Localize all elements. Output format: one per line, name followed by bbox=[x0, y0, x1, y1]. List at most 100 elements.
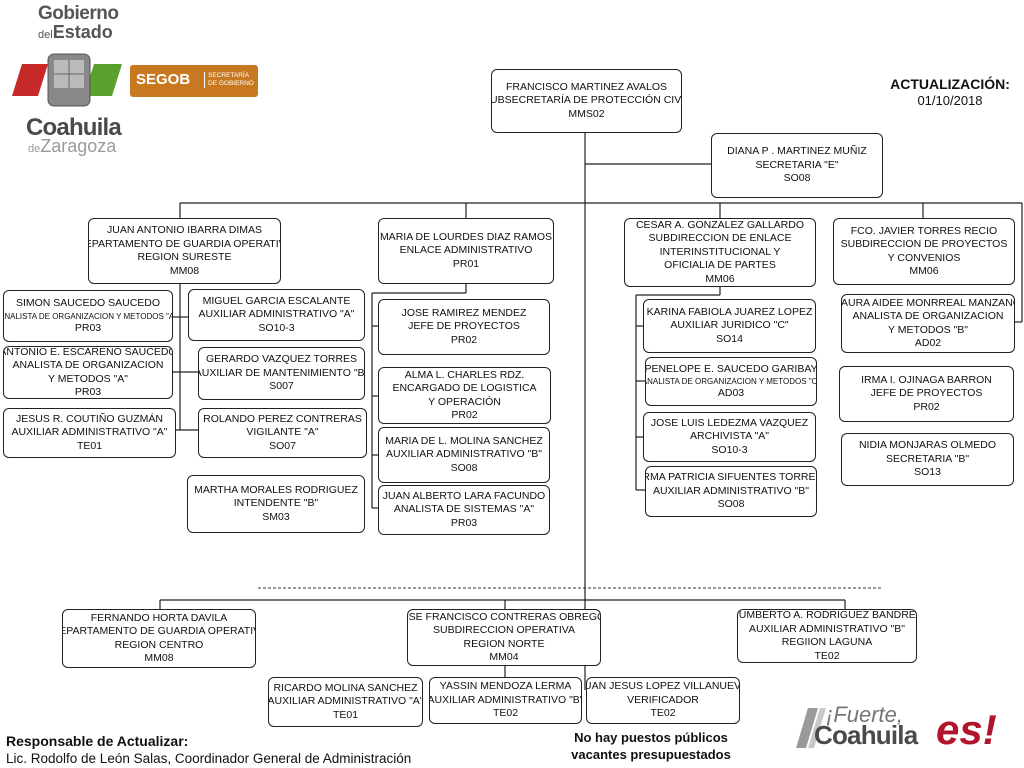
logo-zaragoza-text: Zaragoza bbox=[40, 136, 117, 156]
segob-sub1: SECRETARÍA bbox=[208, 72, 250, 79]
logo-de-text: de bbox=[28, 143, 41, 155]
node-line: TE01 bbox=[332, 708, 359, 721]
node-line: SUBDIRECCION DE ENLACE bbox=[648, 232, 792, 245]
node-line: SO14 bbox=[716, 332, 743, 345]
node-line: ANTONIO E. ESCAREÑO SAUCEDO bbox=[3, 346, 173, 358]
node-line: AUXILIAR ADMINISTRATIVO "A" bbox=[198, 308, 355, 321]
node-line: SUBSECRETARÍA DE PROTECCIÓN CIVIL bbox=[491, 94, 682, 107]
node-line: JESUS R. COUTIÑO GUZMÁN bbox=[15, 412, 163, 425]
update-label: ACTUALIZACIÓN: bbox=[890, 76, 1010, 92]
node-line: SO13 bbox=[914, 466, 941, 479]
responsible-label: Responsable de Actualizar: bbox=[6, 733, 189, 749]
coat-of-arms-icon bbox=[12, 53, 122, 107]
node-alma-charles: ALMA L. CHARLES RDZ.ENCARGADO DE LOGISTI… bbox=[378, 367, 551, 424]
node-line: TE02 bbox=[492, 707, 519, 720]
node-line: IRMA PATRICIA SIFUENTES TORRES bbox=[645, 471, 817, 484]
node-line: MARTHA MORALES RODRIGUEZ bbox=[194, 483, 358, 496]
node-line: PR03 bbox=[450, 516, 478, 529]
node-line: SM03 bbox=[262, 510, 290, 523]
node-line: MARIA DE LOURDES DIAZ RAMOS bbox=[379, 230, 553, 243]
node-line: JOSE FRANCISCO CONTRERAS OBREGON bbox=[408, 610, 600, 623]
node-line: REGIION LAGUNA bbox=[781, 636, 873, 648]
node-line: OFICIALIA DE PARTES bbox=[664, 259, 776, 272]
node-line: AUXILIAR ADMINISTRATIVO "B" bbox=[429, 693, 582, 706]
node-line: DIANA P . MARTINEZ MUÑIZ bbox=[727, 145, 867, 158]
node-line: SO08 bbox=[717, 498, 745, 511]
node-line: PR01 bbox=[452, 257, 480, 270]
node-line: AUXILIAR DE MANTENIMIENTO "B" bbox=[198, 366, 365, 379]
node-line: FCO. JAVIER TORRES RECIO bbox=[850, 224, 998, 237]
slogan-stripes-icon bbox=[796, 708, 826, 748]
logo-gobierno-text: Gobierno bbox=[38, 3, 119, 24]
node-line: ENLACE ADMINISTRATIVO bbox=[399, 244, 533, 257]
node-line: JUAN JESUS LOPEZ VILLANUEVA bbox=[586, 680, 740, 693]
node-line: ANALISTA DE ORGANIZACION Y METODOS "C" bbox=[645, 377, 817, 386]
node-line: RICARDO MOLINA SANCHEZ bbox=[273, 681, 418, 694]
node-line: AUXILIAR ADMINISTRATIVO "A" bbox=[11, 426, 168, 439]
node-line: PR02 bbox=[450, 333, 478, 346]
logo-estado-text: Estado bbox=[52, 22, 113, 42]
node-penelope-saucedo: PENELOPE E. SAUCEDO GARIBAY ANALISTA DE O… bbox=[645, 357, 817, 406]
node-line: JEFE DE PROYECTOS bbox=[408, 320, 520, 333]
node-subdireccion-operativa: JOSE FRANCISCO CONTRERAS OBREGONSUBDIREC… bbox=[407, 609, 601, 666]
node-line: MMS02 bbox=[568, 107, 605, 120]
fuerte-coahuila-logo: ¡Fuerte, Coahuila es! bbox=[796, 700, 1018, 760]
responsible-name: Lic. Rodolfo de León Salas, Coordinador … bbox=[6, 751, 412, 766]
node-line: VIGILANTE "A" bbox=[246, 426, 319, 439]
node-line: INTENDENTE "B" bbox=[233, 497, 319, 510]
node-line: NIDIA MONJARAS OLMEDO bbox=[858, 439, 997, 452]
logo-de-zaragoza: deZaragoza bbox=[28, 136, 116, 157]
node-line: Y OPERACIÓN bbox=[428, 395, 501, 408]
logo-coahuila-text: Coahuila bbox=[26, 114, 122, 141]
node-line: TE01 bbox=[76, 439, 103, 452]
node-line: FERNANDO HORTA DAVILA bbox=[90, 611, 228, 624]
node-line: MM08 bbox=[144, 652, 174, 664]
node-line: SECRETARIA "E" bbox=[755, 158, 839, 171]
node-line: PR03 bbox=[74, 386, 102, 398]
node-line: Y METODOS "A" bbox=[47, 372, 128, 385]
node-line: YASSIN MENDOZA LERMA bbox=[439, 680, 572, 693]
node-line: SO08 bbox=[783, 172, 811, 185]
node-line: SO07 bbox=[269, 439, 296, 452]
slogan-fuerte-text: ¡Fuerte, bbox=[826, 702, 904, 727]
node-line: SO10-3 bbox=[258, 321, 295, 334]
node-line: ANALISTA DE ORGANIZACION Y METODOS "A" bbox=[3, 311, 173, 321]
node-line: REGION CENTRO bbox=[114, 638, 204, 651]
logo-del-text: del bbox=[38, 29, 53, 41]
node-line: GERARDO VAZQUEZ TORRES bbox=[205, 353, 358, 366]
node-line: SECRETARIA "B" bbox=[885, 452, 970, 465]
node-line: MM08 bbox=[169, 264, 200, 277]
node-line: PENELOPE E. SAUCEDO GARIBAY bbox=[645, 362, 817, 375]
node-line: KARINA FABIOLA JUAREZ LOPEZ bbox=[646, 305, 813, 318]
node-line: CESAR A. GONZALEZ GALLARDO bbox=[635, 218, 805, 231]
node-line: JOSE RAMIREZ MENDEZ bbox=[401, 306, 527, 319]
node-line: SUBDIRECCION OPERATIVA bbox=[433, 624, 575, 636]
node-line: INTERINSTITUCIONAL Y bbox=[659, 245, 781, 258]
segob-sub2: DE GOBIERNO bbox=[208, 80, 254, 87]
node-line: AD02 bbox=[914, 337, 942, 349]
node-line: MM06 bbox=[909, 265, 939, 277]
no-public-posts-line1: No hay puestos públicos bbox=[574, 730, 728, 745]
node-line: MM04 bbox=[489, 651, 519, 663]
node-line: PR03 bbox=[74, 321, 102, 334]
node-line: ENCARGADO DE LOGISTICA bbox=[392, 382, 537, 394]
